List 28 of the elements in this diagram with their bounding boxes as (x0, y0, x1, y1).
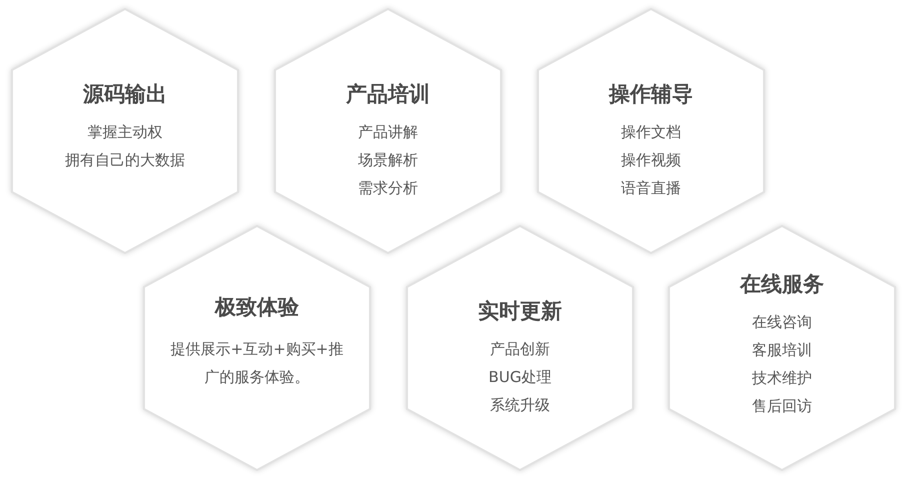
card-title: 实时更新 (478, 298, 562, 325)
hexagon-card (537, 8, 765, 254)
card-title: 操作辅导 (609, 81, 693, 108)
card-title: 源码输出 (83, 81, 167, 108)
card-text: 产品创新 (490, 339, 550, 360)
card-text: 提供展示+互动+购买+推广的服务体验。 (170, 339, 344, 388)
hexagon-card (143, 225, 371, 471)
card-title: 在线服务 (740, 271, 824, 298)
card-text: 系统升级 (490, 395, 550, 416)
hexagon-card (668, 225, 896, 471)
card-text: 产品讲解 (358, 122, 418, 143)
card-title: 极致体验 (215, 294, 299, 321)
card-text: 拥有自己的大数据 (65, 150, 185, 171)
card-text: 操作文档 (621, 122, 681, 143)
card-text: 需求分析 (358, 178, 418, 199)
card-text: 在线咨询 (752, 312, 812, 333)
hexagon-card (406, 225, 634, 471)
card-text: 场景解析 (358, 150, 418, 171)
card-text: 掌握主动权 (88, 122, 162, 143)
card-text: 客服培训 (752, 340, 812, 361)
card-title: 产品培训 (346, 81, 430, 108)
card-text: BUG处理 (488, 367, 552, 388)
card-text: 操作视频 (621, 150, 681, 171)
hexagon-card (274, 8, 502, 254)
card-text: 售后回访 (752, 396, 812, 417)
hexagon-card (11, 8, 239, 254)
card-text: 技术维护 (752, 368, 812, 389)
card-text: 语音直播 (621, 178, 681, 199)
